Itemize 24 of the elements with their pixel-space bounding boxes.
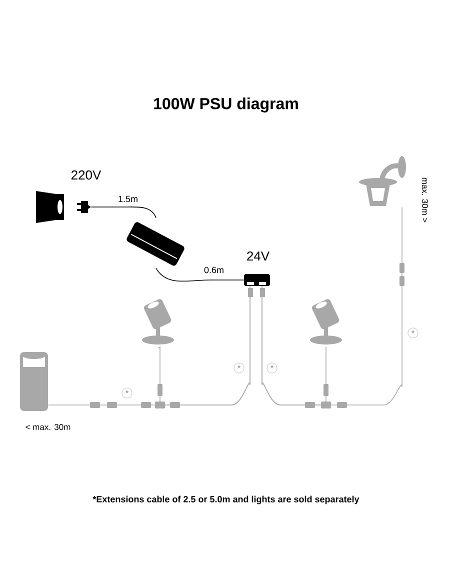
wall-lantern-drawing xyxy=(359,156,406,206)
extension-cable-mark: * xyxy=(266,362,278,374)
socket-drawing xyxy=(36,191,64,223)
bollard-light-drawing xyxy=(20,352,48,411)
voltage-label: 220V xyxy=(71,170,102,180)
edge-label: 1.5m xyxy=(117,194,139,204)
length-note: < max. 30m xyxy=(26,424,70,430)
splitter-drawing xyxy=(244,274,270,297)
cable xyxy=(90,206,156,218)
extension-cable-mark: * xyxy=(408,328,418,338)
extension-cable-mark: * xyxy=(234,362,244,374)
edge-label: 0.6m xyxy=(203,266,225,274)
spotlight-drawing xyxy=(310,299,342,344)
length-note: max. 30m > xyxy=(422,178,428,222)
title: 100W PSU diagram xyxy=(154,98,298,112)
extension-cable-mark: * xyxy=(122,388,132,398)
power-supply-drawing xyxy=(126,222,184,266)
cable xyxy=(156,268,244,282)
cable xyxy=(158,286,250,406)
plug-drawing xyxy=(77,201,91,213)
cable xyxy=(262,206,402,406)
caption: *Extensions cable of 2.5 or 5.0m and lights are sold separately xyxy=(92,496,360,504)
spotlight-drawing xyxy=(142,299,174,344)
voltage-label: 24V xyxy=(247,251,270,261)
